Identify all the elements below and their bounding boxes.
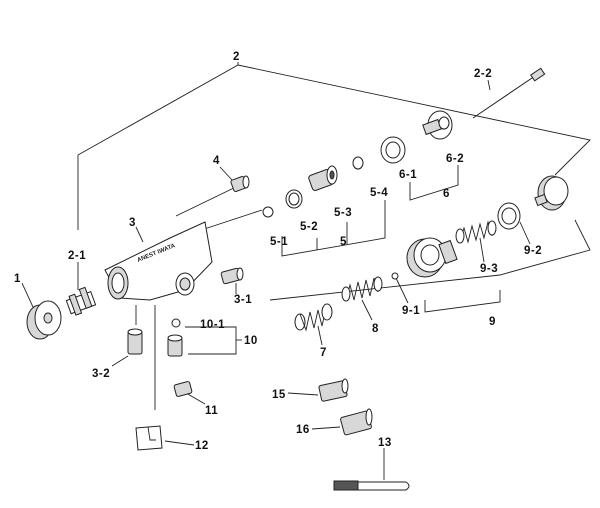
label-5-2: 5-2: [300, 221, 318, 233]
part-3-1-fitting: [220, 267, 244, 285]
label-6-1: 6-1: [399, 169, 417, 181]
label-16: 16: [296, 424, 310, 436]
part-8-spring: [341, 276, 383, 302]
part-10-1-ring: [171, 318, 181, 328]
label-15: 15: [272, 389, 286, 401]
label-2-1: 2-1: [68, 250, 86, 262]
part-6-1-washer: [380, 136, 406, 164]
label-9: 9: [489, 316, 496, 328]
part-16-fitting: [340, 408, 373, 436]
part-4-plug: [230, 175, 250, 192]
label-11: 11: [205, 405, 218, 417]
leader-lines: [21, 62, 591, 480]
label-9-1: 9-1: [402, 305, 420, 317]
part-5-4-ring: [352, 156, 364, 170]
label-13: 13: [378, 437, 392, 449]
part-13-brush: [333, 480, 410, 491]
label-12: 12: [195, 440, 209, 452]
part-2-2-needle: [472, 67, 546, 119]
part-9-2-ring: [497, 202, 521, 230]
part-3-2-fitting: [127, 328, 143, 355]
part-9-valve-body: [406, 237, 458, 278]
label-2: 2: [233, 51, 240, 63]
part-11-fitting: [173, 381, 193, 397]
label-1: 1: [14, 273, 21, 285]
label-10-1: 10-1: [200, 319, 225, 331]
part-9-1-clip: [391, 272, 399, 280]
part-2-1-fitting: [65, 286, 97, 316]
part-5-2-ring: [285, 189, 303, 209]
part-labels: 2 2-2 2-1 1 3 4 5-1 5-2 5-3 5-4 5 6-1 6-…: [14, 51, 542, 452]
label-7: 7: [320, 347, 327, 359]
label-3: 3: [129, 217, 136, 229]
part-3-gun-body: ANEST IWATA: [104, 221, 213, 301]
part-5-3-packing: [308, 165, 338, 191]
label-6: 6: [443, 188, 450, 200]
label-4: 4: [213, 155, 220, 167]
part-9-adjuster-knob: [534, 175, 569, 211]
part-6-2-nozzle: [422, 110, 453, 140]
label-2-2: 2-2: [474, 68, 492, 80]
label-8: 8: [372, 323, 379, 335]
label-9-2: 9-2: [524, 245, 542, 257]
part-1-knob: [26, 300, 62, 340]
label-5: 5: [340, 236, 347, 248]
label-5-4: 5-4: [370, 187, 388, 199]
part-9-3-spring: [455, 220, 497, 244]
part-7-spring: [294, 303, 333, 332]
part-15-fitting: [318, 378, 349, 402]
label-3-1: 3-1: [234, 294, 252, 306]
label-10: 10: [244, 335, 258, 347]
label-3-2: 3-2: [92, 368, 110, 380]
label-5-3: 5-3: [334, 207, 352, 219]
label-9-3: 9-3: [480, 263, 498, 275]
label-5-1: 5-1: [270, 236, 288, 248]
part-10-fitting: [167, 334, 183, 357]
part-5-1-ring: [262, 206, 274, 218]
label-6-2: 6-2: [446, 153, 464, 165]
part-12-clip: [135, 425, 163, 451]
